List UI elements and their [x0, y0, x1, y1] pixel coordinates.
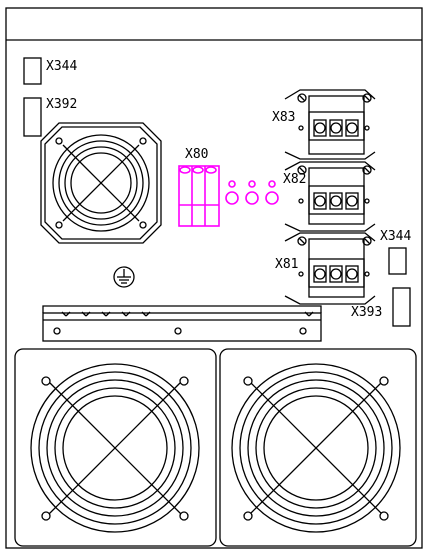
x344-top-slot	[23, 57, 42, 85]
fan-grill-icon	[219, 348, 417, 547]
x83-connector	[284, 89, 376, 160]
x81-connector	[284, 232, 376, 305]
fan-grill-icon	[40, 122, 162, 244]
x392-label: X392	[46, 97, 77, 112]
x344-right-label: X344	[380, 229, 411, 244]
x81-label: X81	[275, 257, 298, 272]
fan-grill-icon	[14, 348, 217, 547]
x80-label: X80	[185, 147, 208, 162]
x393-slot	[392, 287, 411, 327]
x392-slot	[23, 97, 42, 137]
x83-label: X83	[272, 110, 295, 125]
x82-label: X82	[283, 172, 306, 187]
x344-top-label: X344	[46, 59, 77, 74]
x80-connector	[178, 165, 279, 227]
x344-right-slot	[388, 247, 407, 275]
x393-label: X393	[351, 305, 382, 320]
ground-symbol-icon	[113, 266, 135, 288]
enclosure-outline	[5, 7, 423, 549]
mounting-rail	[42, 305, 322, 342]
x82-connector	[284, 161, 376, 232]
